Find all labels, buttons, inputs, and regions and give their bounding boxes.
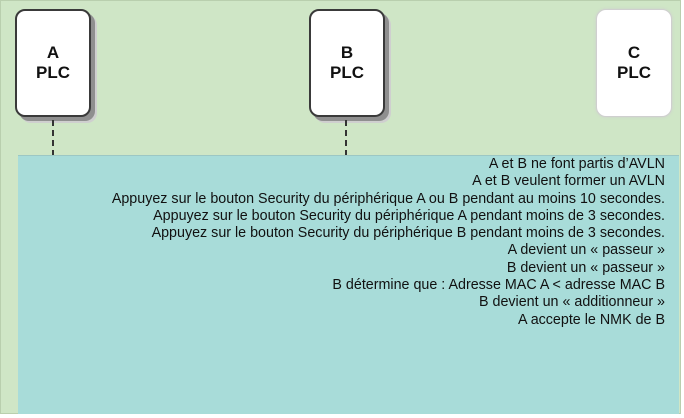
- device-a-plc: A PLC: [15, 9, 91, 117]
- step-line: B détermine que : Adresse MAC A < adress…: [332, 277, 665, 294]
- step-line: Appuyez sur le bouton Security du périph…: [153, 207, 665, 224]
- step-line: B devient un « passeur »: [506, 259, 665, 276]
- sequence-steps: A et B ne font partis d’AVLN A et B veul…: [112, 156, 665, 329]
- step-line: B devient un « additionneur »: [479, 294, 665, 311]
- step-line: Appuyez sur le bouton Security du périph…: [151, 225, 665, 242]
- device-b-letter: B: [340, 43, 354, 62]
- device-c-plc: C PLC: [596, 9, 672, 117]
- step-line: A devient un « passeur »: [507, 242, 665, 259]
- sequence-box: [18, 155, 679, 414]
- device-a-letter: A: [46, 43, 60, 62]
- device-c-letter: C: [627, 43, 641, 62]
- lifeline-b: [345, 120, 347, 156]
- step-line: A accepte le NMK de B: [517, 311, 665, 328]
- step-line: A et B veulent former un AVLN: [472, 173, 665, 190]
- step-line: A et B ne font partis d’AVLN: [488, 156, 665, 172]
- lifeline-a: [52, 120, 54, 156]
- device-c-type: PLC: [617, 63, 651, 82]
- step-line: Appuyez sur le bouton Security du périph…: [111, 190, 665, 207]
- device-b-type: PLC: [330, 63, 364, 82]
- device-a-type: PLC: [36, 63, 70, 82]
- device-b-plc: B PLC: [309, 9, 385, 117]
